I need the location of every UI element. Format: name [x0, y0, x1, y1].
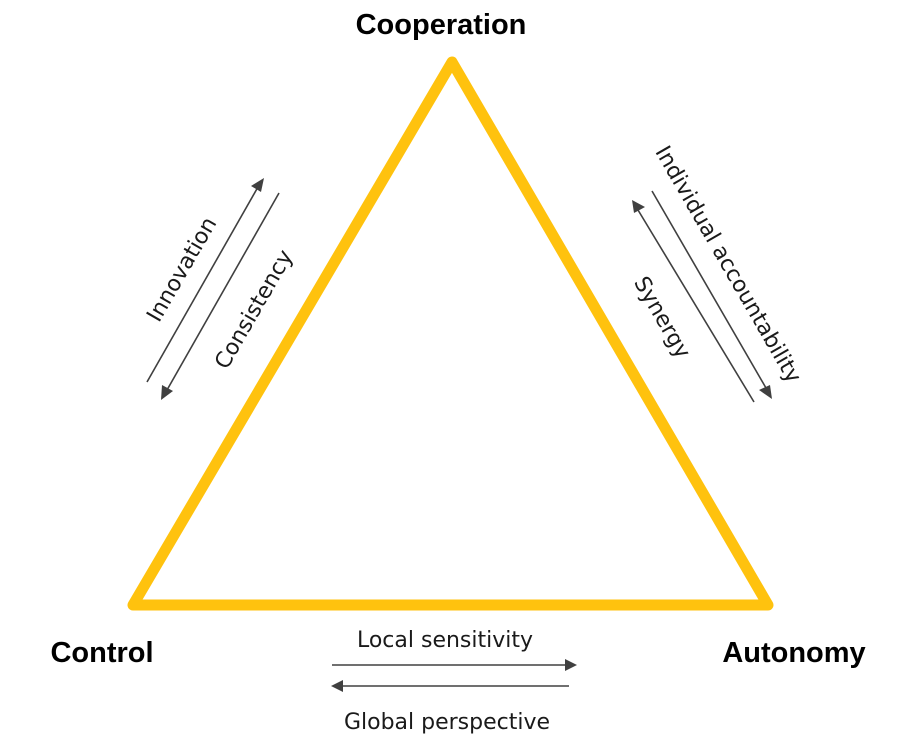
arrow-up-right-left-edge: [146, 178, 264, 383]
label-synergy: Synergy: [628, 272, 695, 363]
vertex-label-autonomy: Autonomy: [722, 637, 865, 669]
arrow-down-right-right-edge: [651, 190, 772, 399]
vertex-label-cooperation: Cooperation: [356, 9, 527, 41]
arrow-up-left-right-edge: [632, 200, 755, 403]
arrow-down-left-left-edge: [161, 192, 280, 400]
arrow-right-bottom-edge: [332, 659, 577, 671]
vertex-label-control: Control: [50, 637, 153, 669]
triangle: [127, 56, 774, 611]
arrow-left-bottom-edge: [331, 680, 569, 692]
label-global-perspective: Global perspective: [344, 710, 550, 735]
label-local-sensitivity: Local sensitivity: [357, 628, 533, 653]
